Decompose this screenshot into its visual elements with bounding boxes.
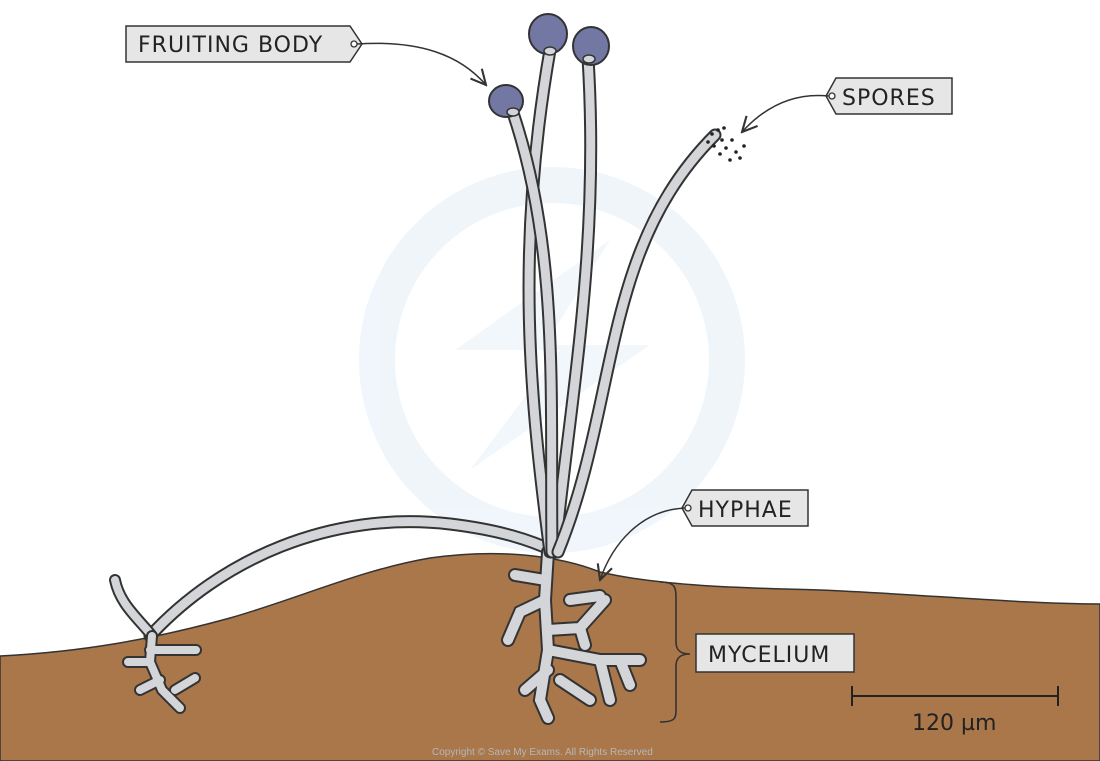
label-hyphae: HYPHAE (600, 489, 809, 580)
label-spores-text: SPORES (842, 86, 936, 111)
label-fruiting-body: FRUITING BODY (125, 25, 486, 85)
label-fruiting-body-text: FRUITING BODY (138, 33, 323, 58)
sporangiophores (505, 43, 722, 559)
label-hyphae-text: HYPHAE (698, 498, 793, 523)
scale-bar-label: 120 µm (912, 711, 996, 736)
spore-dots-icon (706, 126, 746, 162)
copyright-text: Copyright © Save My Exams. All Rights Re… (432, 747, 653, 758)
sporangia (488, 13, 610, 118)
label-spores: SPORES (742, 77, 953, 132)
sporangium (572, 26, 610, 66)
pointer-arrow (600, 507, 686, 580)
pointer-arrow (742, 94, 830, 132)
pointer-arrow (356, 42, 486, 85)
hyphae (109, 13, 746, 725)
label-mycelium: MYCELIUM (659, 581, 855, 723)
mycelium-brace (659, 581, 691, 723)
scale-bar: 120 µm (851, 686, 1059, 736)
label-mycelium-text: MYCELIUM (708, 643, 830, 668)
central-rhizoids (501, 545, 647, 725)
left-rhizoids (122, 630, 202, 714)
